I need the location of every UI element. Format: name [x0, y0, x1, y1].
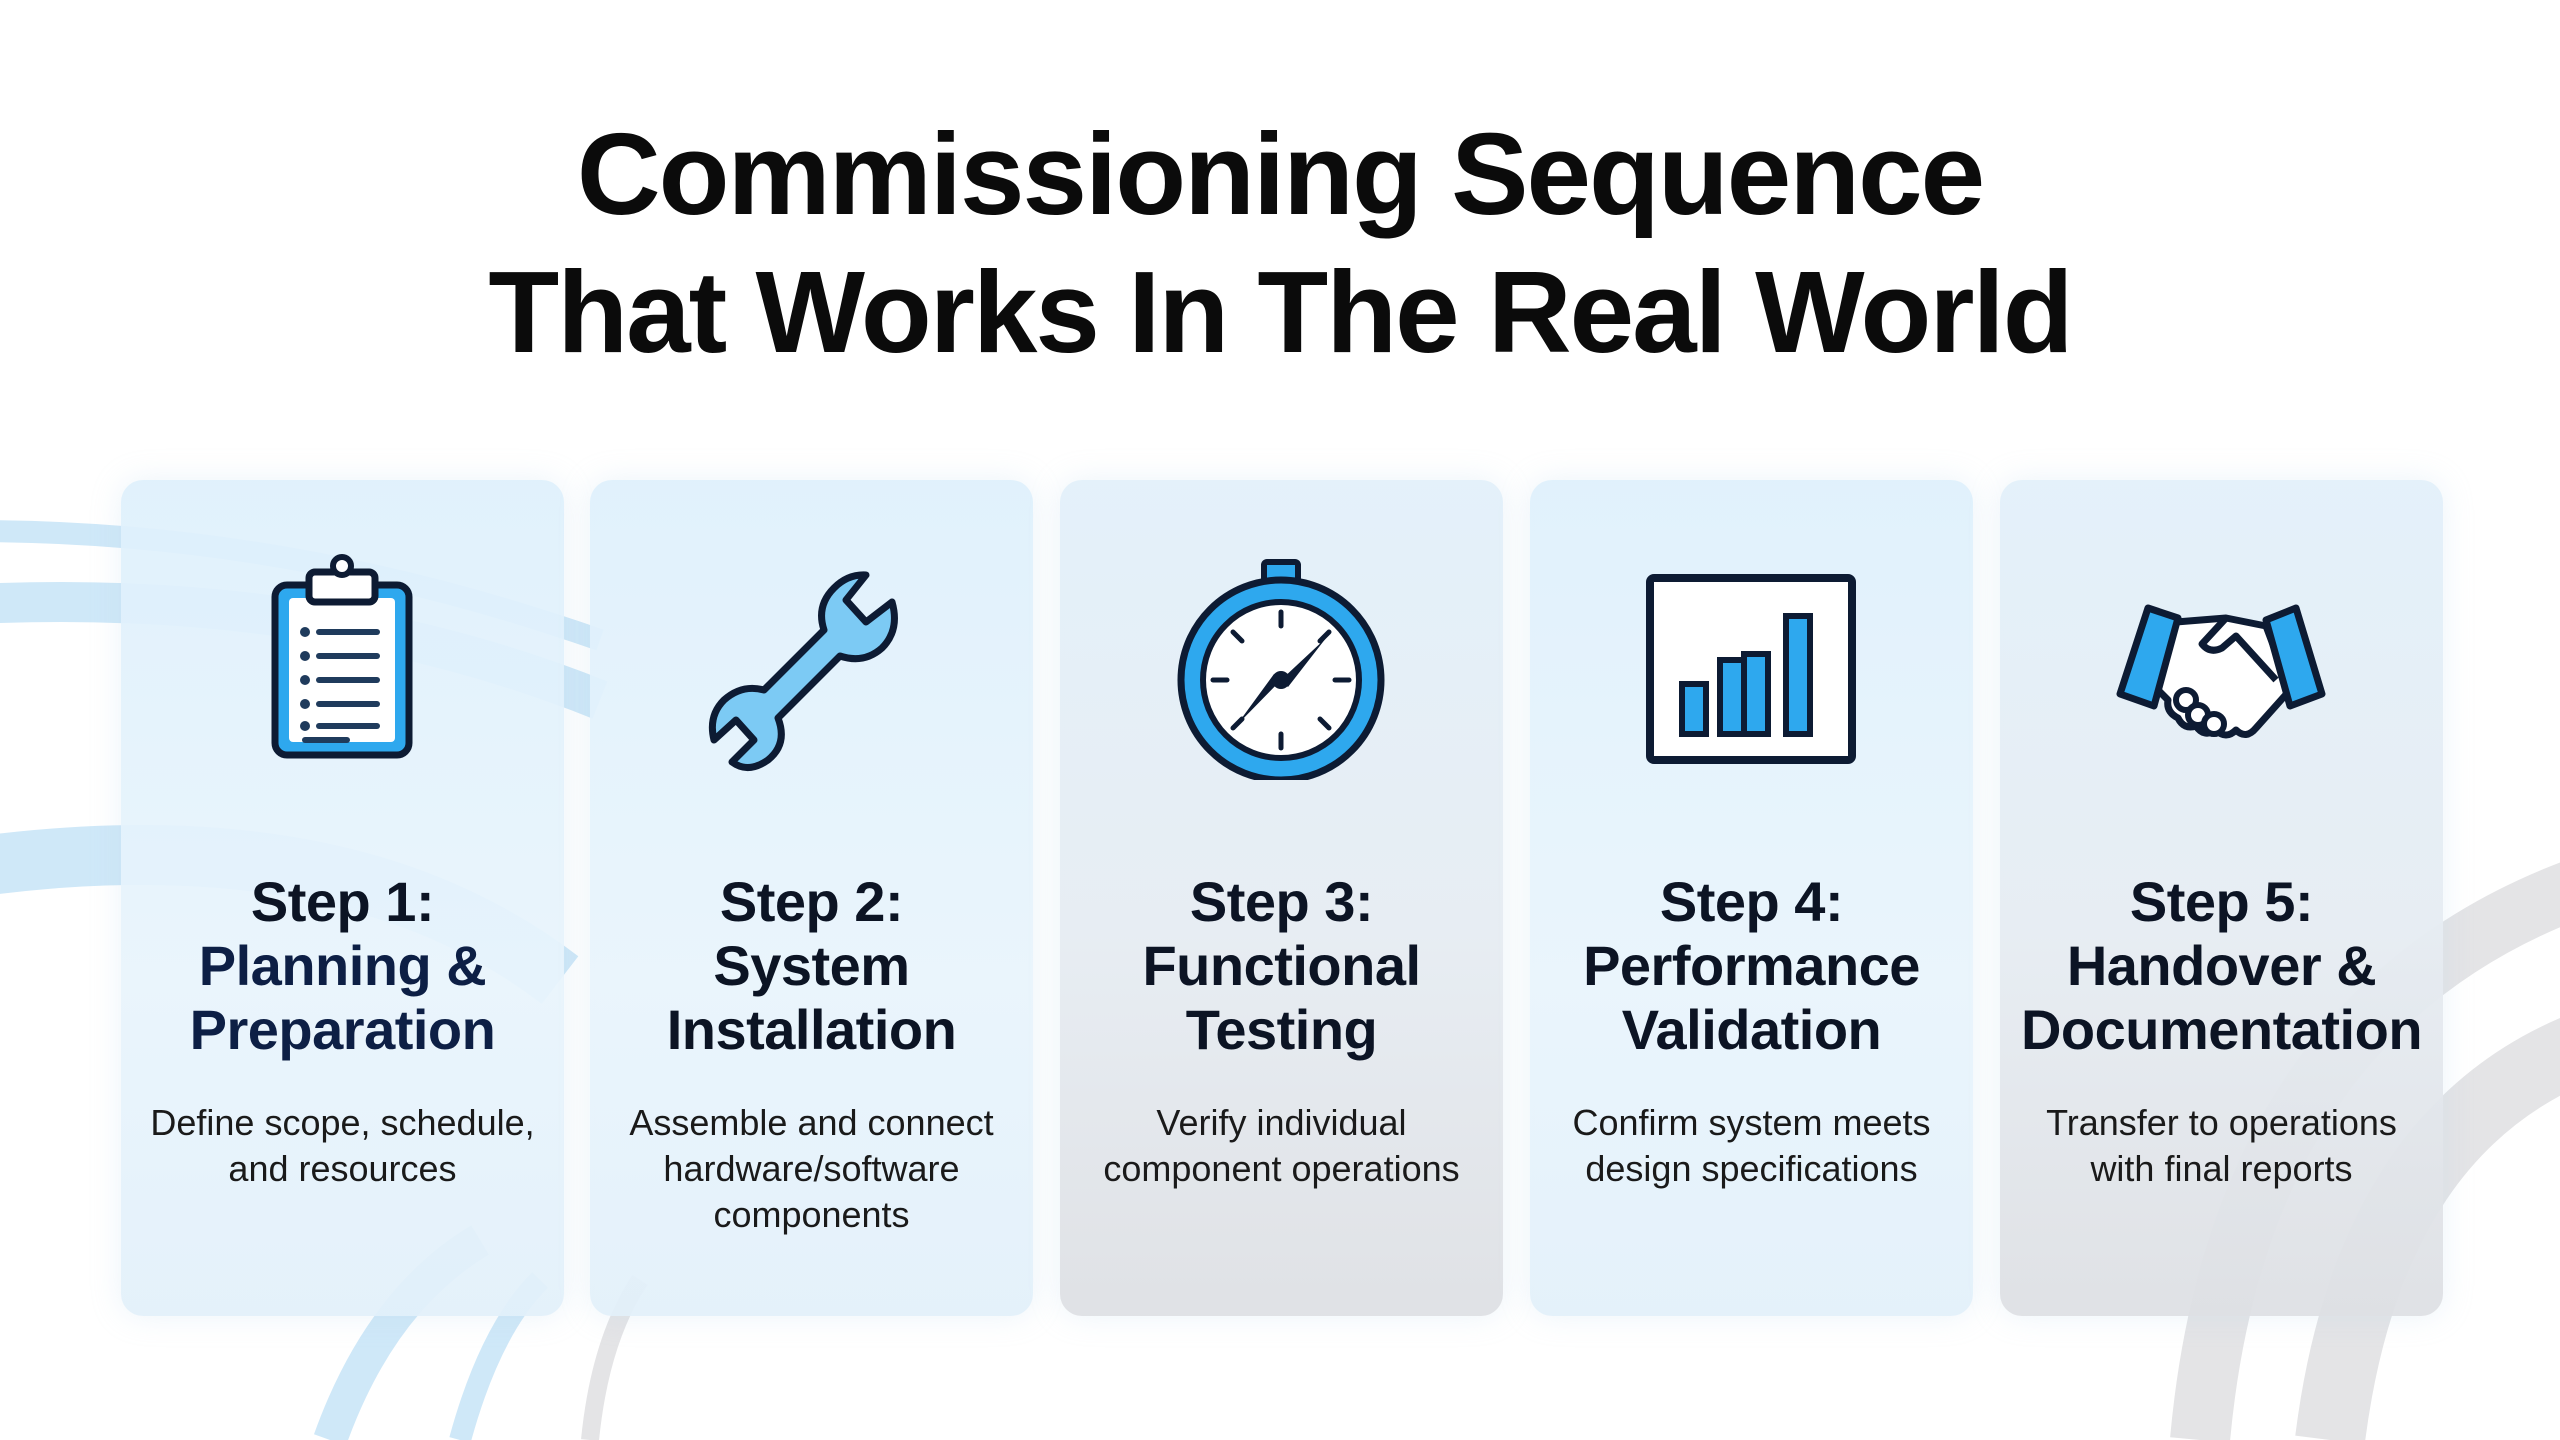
desc-line: Transfer to operations [2046, 1102, 2397, 1143]
step-number: Step 5: [2129, 870, 2314, 933]
desc-line: Verify individual [1156, 1102, 1407, 1143]
desc-line: Assemble and connect [629, 1102, 994, 1143]
clipboard-icon [227, 550, 457, 780]
bar-chart-icon [1636, 550, 1866, 780]
step-heading: Step 5: Handover & Documentation [2000, 870, 2443, 1062]
step-name: Handover & [2066, 934, 2377, 997]
step-heading: Step 2: System Installation [590, 870, 1033, 1062]
step-heading: Step 4: Performance Validation [1530, 870, 1973, 1062]
step-name: System [713, 934, 910, 997]
step-name: Planning & [198, 934, 487, 997]
step-description: Assemble and connect hardware/software c… [600, 1100, 1023, 1238]
stopwatch-icon [1166, 550, 1396, 784]
page-title: Commissioning Sequence That Works In The… [0, 105, 2560, 381]
title-line-2: That Works In The Real World [488, 247, 2073, 377]
desc-line: design specifications [1585, 1148, 1918, 1189]
step-name: Testing [1185, 998, 1378, 1061]
title-line-1: Commissioning Sequence [576, 109, 1985, 239]
wrench-icon [696, 550, 926, 780]
desc-line: Confirm system meets [1572, 1102, 1931, 1143]
step-name: Validation [1621, 998, 1882, 1061]
step-card-4: Step 4: Performance Validation Confirm s… [1530, 480, 1973, 1316]
step-number: Step 1: [250, 870, 435, 933]
step-name: Installation [666, 998, 957, 1061]
desc-line: component operations [1103, 1148, 1460, 1189]
step-number: Step 4: [1659, 870, 1844, 933]
desc-line: with final reports [2090, 1148, 2353, 1189]
step-description: Define scope, schedule, and resources [131, 1100, 554, 1192]
step-name: Preparation [189, 998, 496, 1061]
step-name: Documentation [2020, 998, 2423, 1061]
desc-line: components [713, 1194, 910, 1235]
step-description: Transfer to operations with final report… [2010, 1100, 2433, 1192]
step-card-5: Step 5: Handover & Documentation Transfe… [2000, 480, 2443, 1316]
step-card-1: Step 1: Planning & Preparation Define sc… [121, 480, 564, 1316]
step-heading: Step 1: Planning & Preparation [121, 870, 564, 1062]
desc-line: Define scope, schedule, [150, 1102, 535, 1143]
step-description: Verify individual component operations [1070, 1100, 1493, 1192]
step-name: Performance [1583, 934, 1920, 997]
step-number: Step 3: [1189, 870, 1374, 933]
step-name: Functional [1142, 934, 1421, 997]
step-heading: Step 3: Functional Testing [1060, 870, 1503, 1062]
step-card-3: Step 3: Functional Testing Verify indivi… [1060, 480, 1503, 1316]
desc-line: and resources [228, 1148, 457, 1189]
desc-line: hardware/software [663, 1148, 960, 1189]
handshake-icon [2106, 550, 2336, 780]
step-card-2: Step 2: System Installation Assemble and… [590, 480, 1033, 1316]
step-description: Confirm system meets design specificatio… [1540, 1100, 1963, 1192]
step-number: Step 2: [719, 870, 904, 933]
